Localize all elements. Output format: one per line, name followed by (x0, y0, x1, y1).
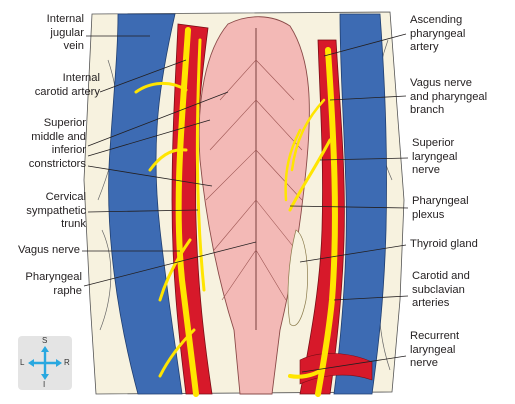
right-vagus-nerve (315, 47, 338, 397)
label-recurrent-laryngeal-nerve: Recurrent laryngeal nerve (410, 330, 460, 369)
label-thyroid-gland: Thyroid gland (410, 238, 478, 250)
leader-internal-carotid-artery (99, 59, 187, 93)
pharyngeal-plexus-branches (284, 98, 326, 202)
leader-carotid-subclavian (333, 295, 409, 301)
label-vagus-pharyngeal-branch: Vagus nerve and pharyngeal branch (410, 77, 488, 116)
leader-vagus-pharyngeal-branch (329, 95, 407, 101)
label-carotid-subclavian-arteries: Carotid and subclavian arteries (412, 270, 470, 309)
leader-lines (82, 33, 409, 373)
constrictor-muscle (198, 16, 310, 395)
muscle-fibres (205, 59, 303, 301)
superior-laryngeal-nerve-line (288, 138, 332, 212)
label-ascending-pharyngeal-artery: Ascending pharyngeal artery (410, 14, 466, 53)
label-superior-laryngeal-nerve: Superior laryngeal nerve (412, 137, 458, 176)
orientation-compass: S I L R (18, 336, 72, 390)
compass-right: R (64, 358, 70, 367)
label-cervical-sympathetic-trunk: Cervical sympathetic trunk (26, 191, 86, 230)
compass-superior: S (42, 336, 48, 345)
label-pharyngeal-plexus: Pharyngeal plexus (412, 195, 469, 221)
leader-sympathetic-trunk (87, 209, 199, 213)
label-constrictors: Superior middle and inferior constrictor… (28, 117, 86, 170)
leader-pharyngeal-raphe (83, 241, 257, 287)
leader-recurrent-laryngeal-nerve (301, 355, 407, 373)
leader-superior-laryngeal-nerve (319, 157, 409, 161)
nerves (134, 27, 338, 397)
leader-ascending-pharyngeal-artery (323, 33, 407, 57)
leader-constrictors (87, 91, 229, 187)
recurrent-laryngeal-nerve-line (288, 368, 324, 379)
left-internal-jugular-vein (108, 13, 183, 395)
label-internal-jugular-vein: Internal jugular vein (46, 13, 84, 52)
leader-thyroid-gland (299, 244, 407, 263)
label-pharyngeal-raphe: Pharyngeal raphe (25, 271, 82, 297)
left-sympathetic-trunk (195, 38, 206, 292)
left-nerve-branches (134, 82, 196, 378)
thyroid-gland-shape (287, 229, 308, 326)
label-internal-carotid-artery: Internal carotid artery (34, 72, 100, 98)
label-vagus-nerve: Vagus nerve (18, 244, 80, 256)
compass-arrows-icon (28, 346, 62, 380)
compass-left: L (20, 358, 25, 367)
leader-pharyngeal-plexus (289, 205, 409, 209)
compass-inferior: I (43, 380, 46, 389)
